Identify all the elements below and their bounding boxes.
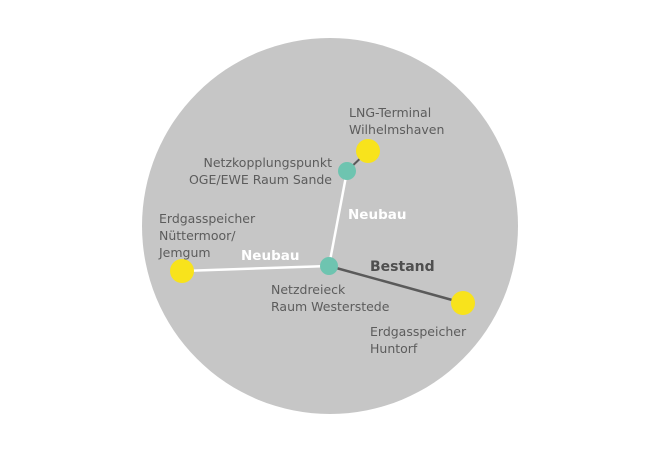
segment-label-new-vertical: Neubau [348,207,407,223]
pipeline-new-vertical [327,170,349,267]
pipeline-new-horizontal [181,264,330,273]
storage-nuettermoor-label: Erdgasspeicher Nüttermoor/ Jemgum [159,211,256,260]
coupling-point-label: Netzkopplungspunkt OGE/EWE Raum Sande [188,155,332,187]
storage-huntorf-node [451,291,475,315]
segment-label-existing: Bestand [370,259,435,275]
storage-huntorf-label: Erdgasspeicher Huntorf [370,324,467,356]
lng-terminal-node [356,139,380,163]
storage-nuettermoor-node [170,259,194,283]
grid-triangle-label: Netzdreieck Raum Westerstede [271,282,390,314]
grid-triangle-node [320,257,338,275]
segment-label-new-horizontal: Neubau [241,248,300,264]
coupling-point-node [338,162,356,180]
pipeline-existing [328,264,464,305]
background-circle [142,38,518,414]
lng-terminal-label: LNG-Terminal Wilhelmshaven [349,105,445,137]
